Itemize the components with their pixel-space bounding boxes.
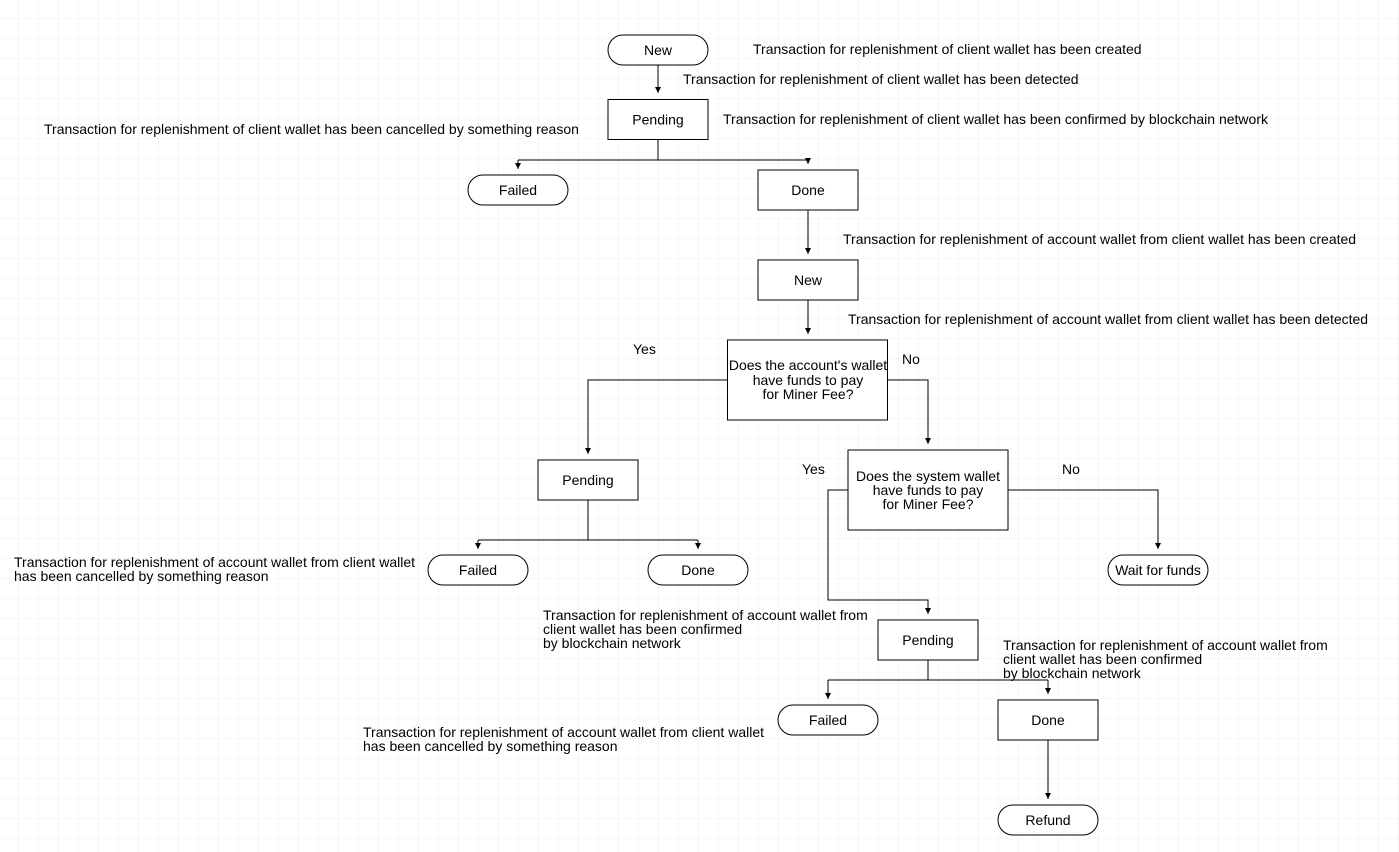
annotation-detected: Transaction for replenishment of account… <box>848 311 1368 327</box>
node-failed-3[interactable]: Failed <box>777 704 879 736</box>
node-label: New <box>644 42 673 58</box>
edge-decision2-yes <box>827 489 931 614</box>
node-done-1[interactable]: Done <box>757 169 859 211</box>
node-label-line: have funds to pay <box>753 372 864 388</box>
node-pending-3[interactable]: Pending <box>877 619 979 661</box>
edge-pending3-split <box>828 660 1048 681</box>
node-label: Failed <box>499 182 537 198</box>
node-label-line: for Miner Fee? <box>762 386 853 402</box>
annotation-cancelled: Transaction for replenishment of client … <box>44 121 579 137</box>
annotation-created: Transaction for replenishment of account… <box>843 231 1356 247</box>
node-failed-2[interactable]: Failed <box>427 554 529 586</box>
node-refund[interactable]: Refund <box>997 804 1099 836</box>
node-label-line: Does the system wallet <box>856 468 1000 484</box>
edge-pending1-split <box>518 140 808 161</box>
annotation-confirmed: by blockchain network <box>1003 665 1142 681</box>
node-label-line: for Miner Fee? <box>882 496 973 512</box>
annotation-cancelled: has been cancelled by something reason <box>363 738 618 754</box>
annotation-confirmed: Transaction for replenishment of account… <box>1003 637 1328 653</box>
annotation-created: Transaction for replenishment of client … <box>753 41 1142 57</box>
annotation-cancelled: has been cancelled by something reason <box>14 568 269 584</box>
annotation-confirmed: Transaction for replenishment of account… <box>543 607 868 623</box>
node-label: Pending <box>902 632 953 648</box>
node-label: Done <box>681 562 715 578</box>
node-done-2[interactable]: Done <box>647 554 749 586</box>
node-label-line: have funds to pay <box>873 482 984 498</box>
edge-label-yes: Yes <box>633 341 656 357</box>
node-done-3[interactable]: Done <box>997 699 1099 741</box>
annotation-confirmed: Transaction for replenishment of client … <box>723 111 1269 127</box>
annotation-confirmed: client wallet has been confirmed <box>543 621 742 637</box>
node-label: Pending <box>562 472 613 488</box>
node-label: Wait for funds <box>1115 562 1201 578</box>
node-label: New <box>794 272 823 288</box>
node-label: Refund <box>1025 812 1070 828</box>
node-label-line: Does the account's wallet <box>729 357 887 373</box>
node-decision-account-wallet[interactable]: Does the account's wallet have funds to … <box>727 339 888 421</box>
node-label: Done <box>1031 712 1065 728</box>
edge-label-no: No <box>902 351 920 367</box>
node-label: Failed <box>809 712 847 728</box>
node-pending-1[interactable]: Pending <box>607 99 709 140</box>
edge-decision2-no <box>1008 489 1161 549</box>
node-decision-system-wallet[interactable]: Does the system wallet have funds to pay… <box>847 449 1009 531</box>
node-label: Done <box>791 182 825 198</box>
edge-decision1-yes <box>585 379 727 454</box>
annotation-cancelled: Transaction for replenishment of account… <box>363 724 764 740</box>
edge-label-yes: Yes <box>802 461 825 477</box>
edges <box>475 65 1161 799</box>
edge-label-no: No <box>1062 461 1080 477</box>
node-failed-1[interactable]: Failed <box>467 174 569 206</box>
edge-decision1-no <box>887 379 931 444</box>
node-label: Pending <box>632 112 683 128</box>
annotation-confirmed: client wallet has been confirmed <box>1003 651 1202 667</box>
edge-pending2-split <box>478 500 698 541</box>
annotation-confirmed: by blockchain network <box>543 635 682 651</box>
node-new-1[interactable]: New <box>607 34 709 66</box>
node-pending-2[interactable]: Pending <box>537 459 639 501</box>
annotation-cancelled: Transaction for replenishment of account… <box>14 554 415 570</box>
node-wait-for-funds[interactable]: Wait for funds <box>1107 554 1209 586</box>
node-new-2[interactable]: New <box>757 259 859 301</box>
node-label: Failed <box>459 562 497 578</box>
annotation-detected: Transaction for replenishment of client … <box>683 71 1079 87</box>
